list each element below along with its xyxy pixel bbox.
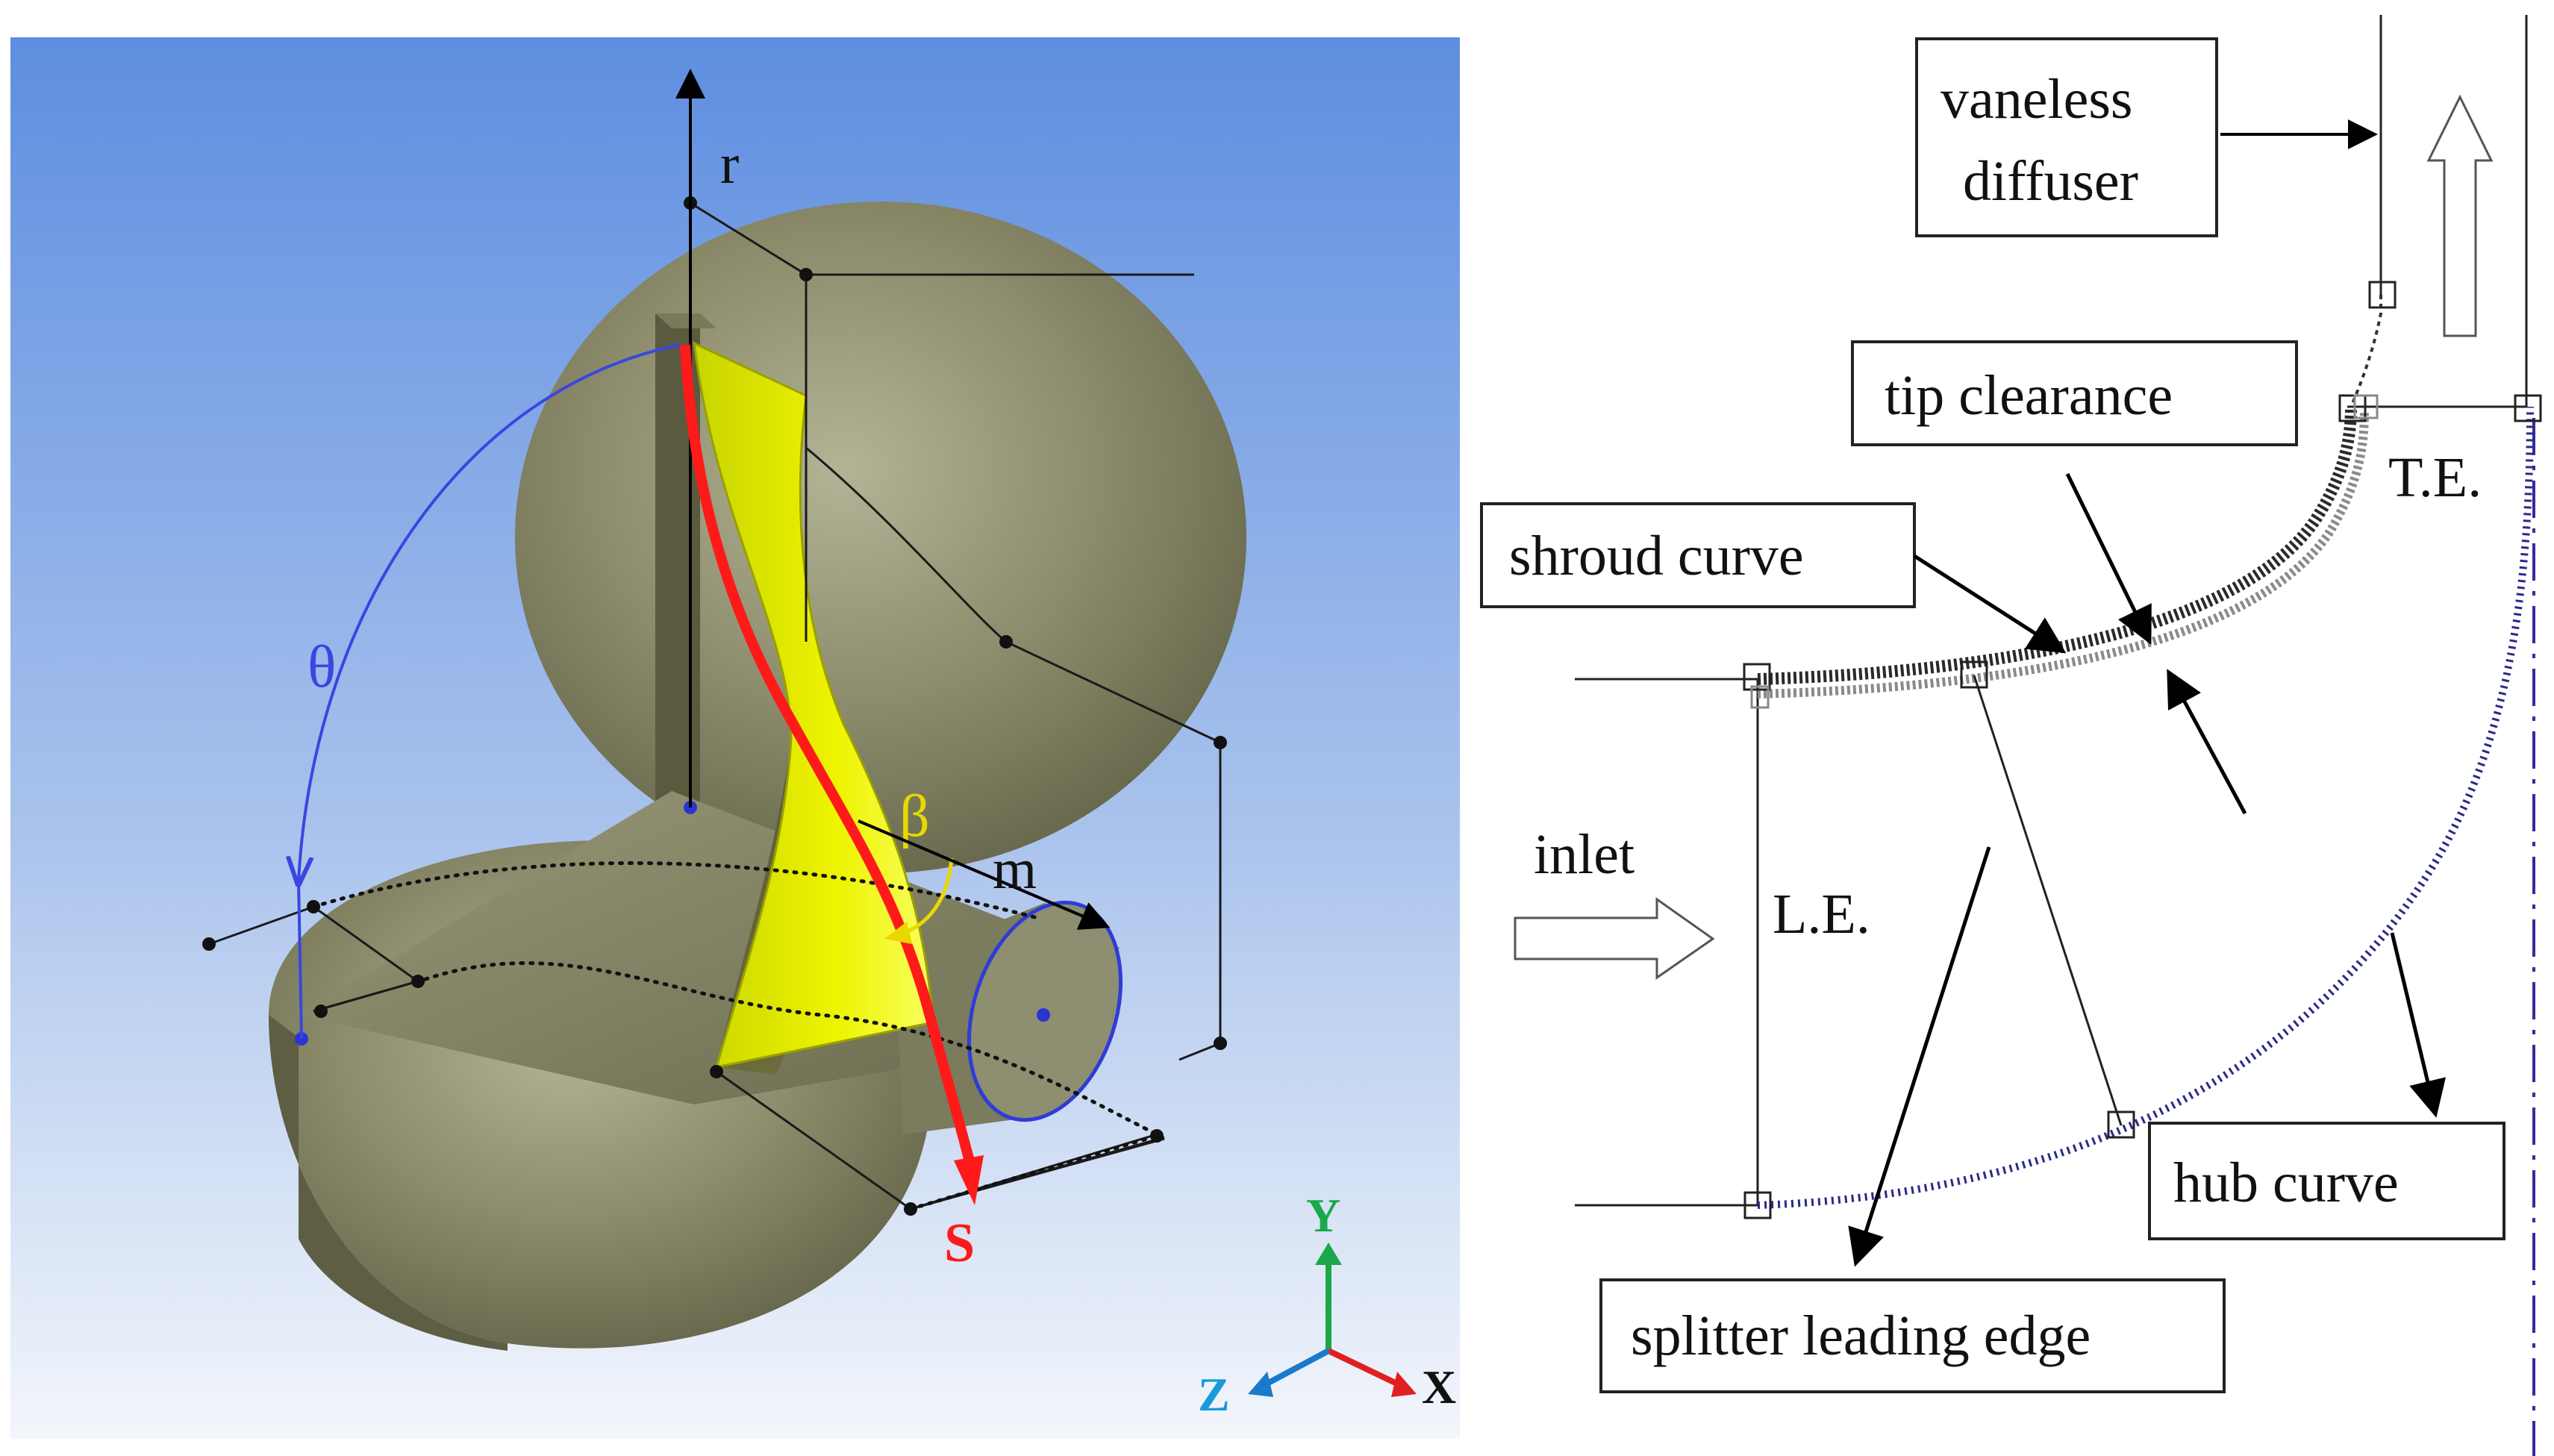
svg-text:vaneless: vaneless — [1941, 68, 2132, 131]
curve-markers — [1743, 281, 2542, 1219]
m-axis-arrow — [858, 819, 1111, 930]
hub-curve-arrow — [2390, 932, 2446, 1118]
shroud-curve — [1757, 406, 2357, 685]
triad-y-label: Y — [1306, 1189, 1340, 1242]
svg-text:shroud curve: shroud curve — [1509, 525, 1804, 587]
tip-clearance-curve — [1757, 410, 2369, 699]
beta-arc — [902, 857, 954, 935]
impeller-3d-view: r θ S β m Y Z X — [10, 37, 1460, 1439]
label-tip-clearance: tip clearance — [1851, 340, 2298, 446]
label-hub-curve: hub curve — [2148, 1122, 2505, 1240]
splitter-arrow — [1848, 846, 1991, 1267]
svg-text:tip clearance: tip clearance — [1885, 364, 2173, 427]
tip-clearance-arrow-1 — [2065, 472, 2152, 645]
svg-text:diffuser: diffuser — [1963, 150, 2138, 213]
shroud-curve-arrow — [1913, 554, 2067, 654]
streamline-arrowhead — [954, 1155, 984, 1205]
coordinate-triad: Y Z X — [1198, 1189, 1456, 1421]
vertical-plate-top — [655, 313, 716, 328]
r-axis-label: r — [720, 133, 739, 196]
outlet-flow-arrow — [2426, 94, 2494, 337]
beta-label: β — [899, 784, 930, 849]
svg-text:splitter leading edge: splitter leading edge — [1631, 1305, 2091, 1367]
shaft-center-point — [1037, 1008, 1050, 1022]
diffuser-wall — [2350, 295, 2382, 407]
meridional-view: vaneless diffuser tip clearance T.E. shr… — [1480, 15, 2542, 1456]
theta-label: θ — [307, 634, 336, 700]
triad-z-label: Z — [1198, 1368, 1230, 1421]
te-label: T.E. — [2388, 446, 2482, 509]
theta-arc — [299, 343, 681, 881]
splitter-le-line — [1973, 675, 2123, 1126]
label-splitter-leading-edge: splitter leading edge — [1599, 1278, 2226, 1393]
label-vaneless-diffuser: vaneless diffuser — [1915, 37, 2218, 237]
inlet-flow-arrow — [1514, 897, 1715, 980]
streamline-s — [680, 344, 975, 1166]
tip-clearance-arrow-2 — [2167, 669, 2247, 815]
beta-arrowhead — [884, 922, 912, 944]
label-shroud-curve: shroud curve — [1480, 502, 1916, 608]
theta-arc-lower — [297, 880, 303, 1040]
wireframe-dotted — [311, 861, 1159, 1211]
hub-front-face — [269, 1015, 508, 1351]
hub-disc-back — [515, 201, 1246, 873]
triad-x-label: X — [1422, 1360, 1456, 1413]
s-label: S — [944, 1213, 975, 1274]
inlet-label: inlet — [1534, 823, 1635, 886]
svg-text:hub curve: hub curve — [2173, 1152, 2399, 1214]
m-axis-label: m — [993, 838, 1037, 901]
le-label: L.E. — [1773, 883, 1870, 946]
